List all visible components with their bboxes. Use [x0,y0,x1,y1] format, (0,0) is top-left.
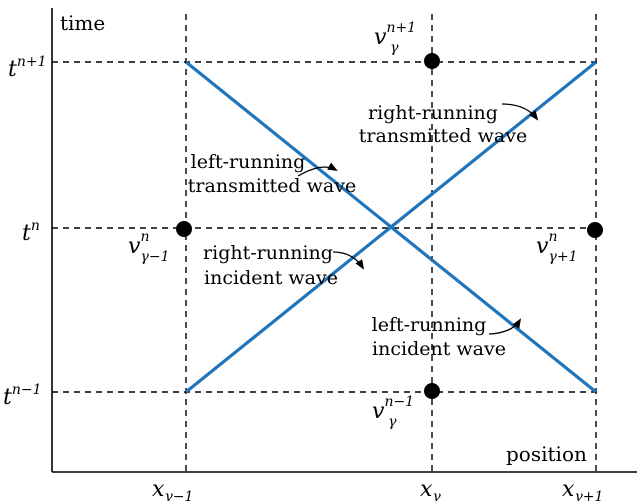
point-v-gamma-n-plus-1 [424,53,440,69]
annotation-right-running-transmitted: right-running transmitted wave [359,102,527,147]
point-v-gamma-minus-1-n [176,221,192,237]
annotation-left-running-transmitted: left-running transmitted wave [188,151,356,197]
pointer-arrow-right-transmitted [501,103,539,121]
pointer-arrow-right-incident [332,251,365,270]
pointer-arrow-left-incident [488,318,522,335]
annotation-right-running-incident: right-running incident wave [203,242,339,289]
y-tick-t-n: tn [22,218,40,246]
annotation-left-running-incident: left-running incident wave [372,314,506,360]
x-axis-label: position [506,442,587,466]
pointer-arrow-left-transmitted [297,162,338,177]
x-tick-x-gamma: xγ [420,477,441,501]
x-tick-x-gamma-minus-1: xγ−1 [152,477,193,501]
point-v-gamma-n-minus-1 [424,383,440,399]
point-v-gamma-plus-1-n [587,222,603,238]
y-tick-t-n-plus-1: tn+1 [8,54,47,82]
right-running-wave-line [184,60,598,394]
x-tick-x-gamma-plus-1: xγ+1 [562,477,603,501]
y-axis-label: time [60,11,105,35]
y-tick-t-n-minus-1: tn−1 [3,382,42,410]
